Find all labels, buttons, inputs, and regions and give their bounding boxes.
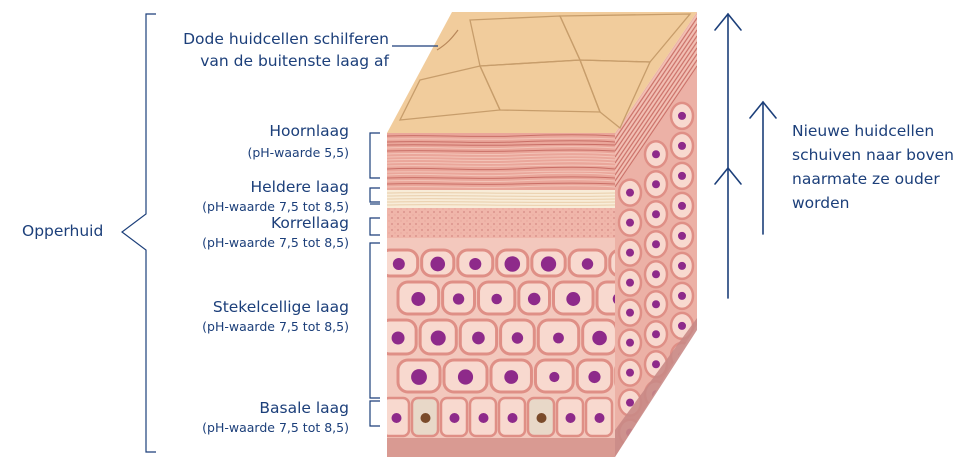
opperhuid-bracket (122, 14, 156, 452)
korrellaag-ph: (pH-waarde 7,5 tot 8,5) (202, 235, 349, 250)
caption-line-2: van de buitenste laag af (200, 50, 389, 72)
stekelcellige-laag-name: Stekelcellige laag (213, 296, 349, 318)
up-arrow-middle-icon (750, 102, 776, 234)
hoornlaag-bracket (370, 133, 380, 178)
korrellaag-name: Korrellaag (271, 212, 349, 234)
basale-laag-ph: (pH-waarde 7,5 tot 8,5) (202, 420, 349, 435)
caption-line-1: Dode huidcellen schilferen (183, 28, 389, 50)
arrow-note-line-1: Nieuwe huidcellen (792, 120, 934, 142)
arrow-note-line-3: naarmate ze ouder (792, 168, 940, 190)
hoornlaag-name: Hoornlaag (269, 120, 349, 142)
basale-laag-bracket (370, 401, 380, 426)
arrow-note-line-2: schuiven naar boven (792, 144, 954, 166)
korrellaag-bracket (370, 218, 380, 235)
stekelcellige-bracket (370, 243, 380, 398)
opperhuid-label: Opperhuid (22, 220, 103, 242)
basale-laag-name: Basale laag (259, 397, 349, 419)
up-arrow-tall-icon (715, 14, 741, 298)
heldere-laag-bracket (370, 188, 380, 202)
arrow-note-line-4: worden (792, 192, 849, 214)
skin-block-front-face (380, 133, 649, 457)
heldere-laag-name: Heldere laag (250, 176, 349, 198)
stekelcellige-laag-ph: (pH-waarde 7,5 tot 8,5) (202, 319, 349, 334)
hoornlaag-ph: (pH-waarde 5,5) (247, 145, 349, 160)
